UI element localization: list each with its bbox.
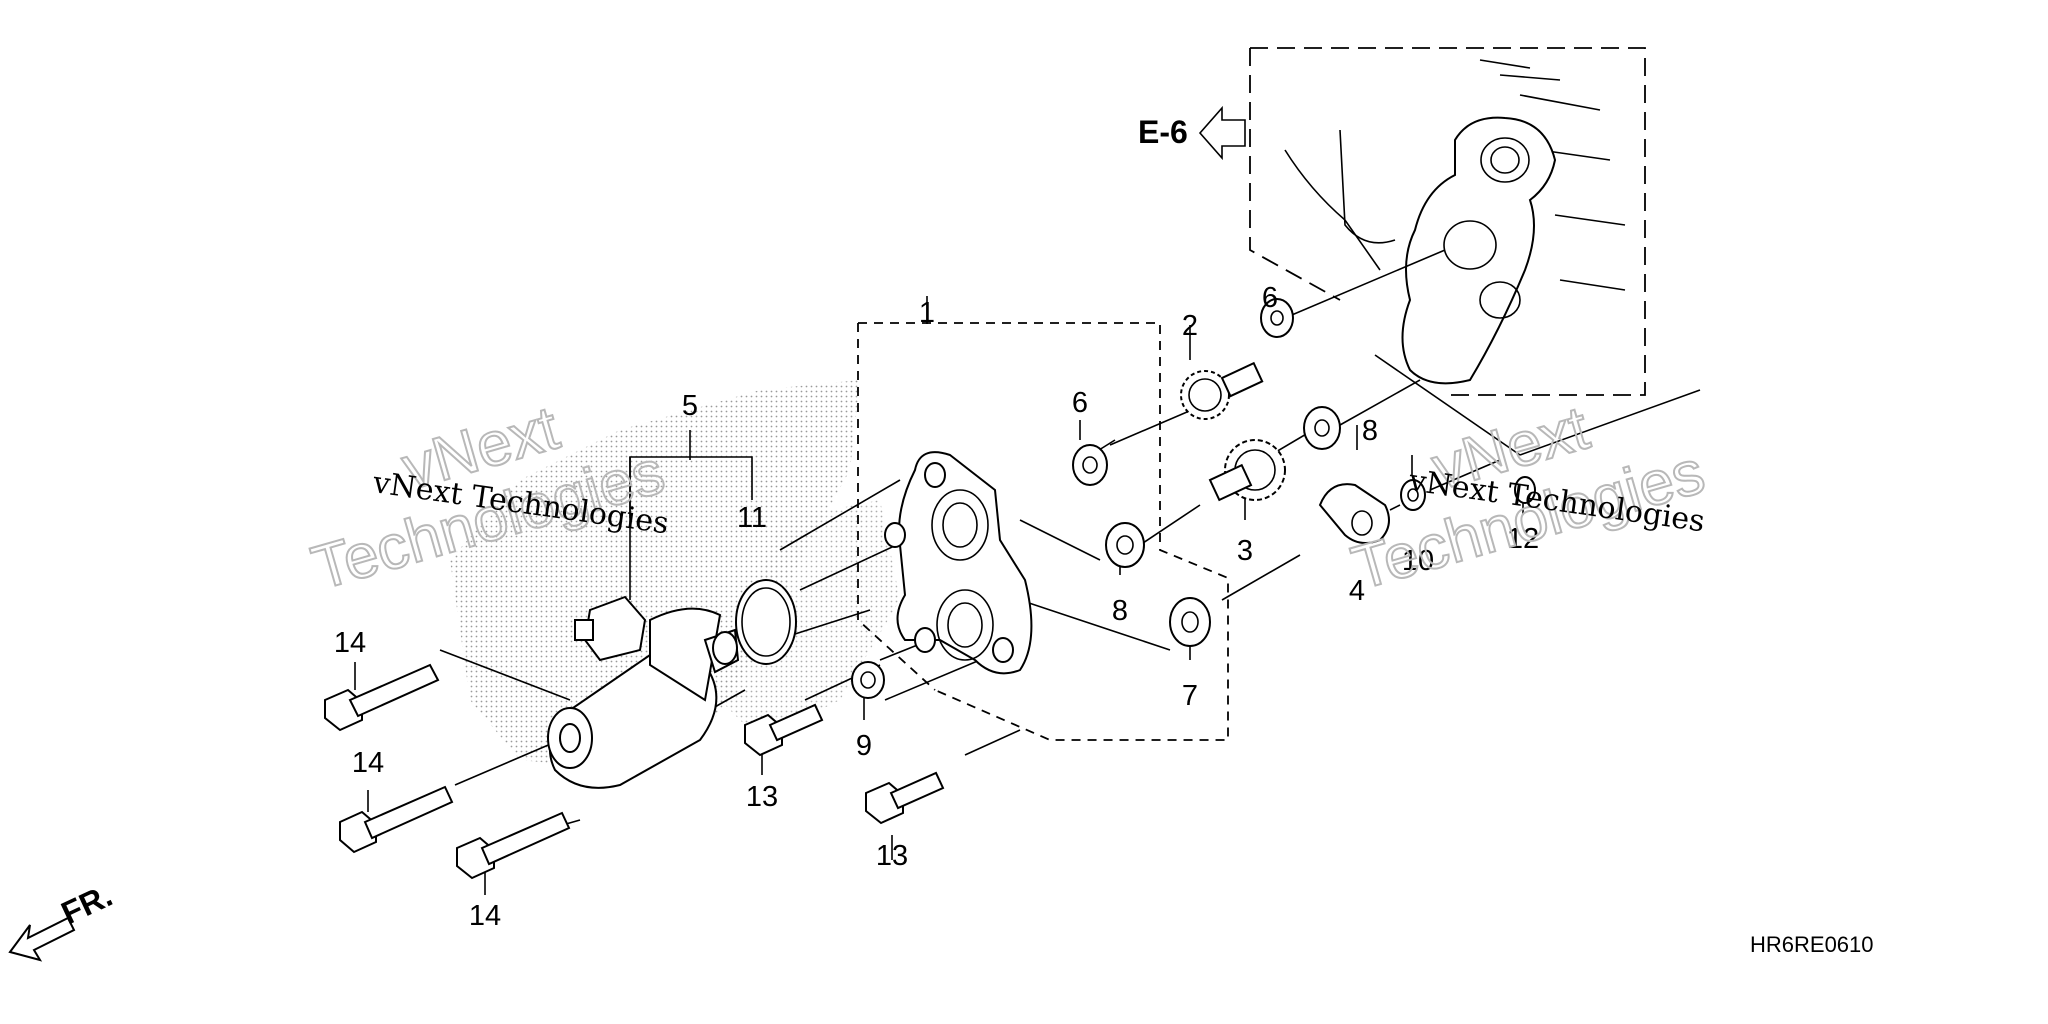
bearing-part-6-a bbox=[1072, 444, 1108, 486]
callout-6-a: 6 bbox=[1072, 387, 1088, 419]
callout-3: 3 bbox=[1237, 535, 1253, 567]
gear-part-3 bbox=[1208, 439, 1286, 502]
bearing-part-7 bbox=[1169, 597, 1211, 647]
bolt-14-c bbox=[456, 811, 571, 880]
front-indicator: FR. bbox=[8, 877, 118, 962]
bearing-part-8-a bbox=[1105, 522, 1145, 568]
callout-5: 5 bbox=[682, 390, 698, 422]
reference-arrow-icon bbox=[1198, 105, 1246, 161]
bearing-part-8-b bbox=[1303, 406, 1341, 450]
bolt-13-b bbox=[865, 771, 945, 825]
gear-part-2 bbox=[1180, 361, 1264, 420]
e6-reference: E-6 bbox=[1138, 105, 1246, 161]
callout-13-a: 13 bbox=[746, 781, 778, 813]
callout-6-b: 6 bbox=[1262, 282, 1278, 314]
callout-12: 12 bbox=[1507, 523, 1539, 555]
bearing-part-6-b bbox=[1260, 298, 1294, 338]
callout-1: 1 bbox=[919, 297, 935, 329]
callout-2: 2 bbox=[1182, 310, 1198, 342]
washer-part-10 bbox=[1400, 479, 1426, 511]
bolt-14-b bbox=[339, 785, 454, 854]
group-bracket-part-1 bbox=[857, 322, 1229, 741]
arm-part-4 bbox=[1318, 483, 1390, 545]
leader-lines bbox=[354, 249, 1701, 895]
clip-part-12 bbox=[1514, 476, 1536, 504]
svg-text:E-6: E-6 bbox=[1138, 114, 1188, 150]
callout-labels: 1 2 3 4 5 6 6 7 8 8 9 10 11 12 13 13 14 … bbox=[334, 282, 1539, 932]
callout-14-a: 14 bbox=[334, 627, 366, 659]
callout-4: 4 bbox=[1349, 575, 1365, 607]
crankcase-outline bbox=[1249, 47, 1646, 396]
callout-8-b: 8 bbox=[1362, 415, 1378, 447]
motor-part-5 bbox=[547, 595, 740, 789]
o-ring-part-11 bbox=[735, 579, 797, 665]
callout-11: 11 bbox=[737, 502, 767, 534]
diagram-code: HR6RE0610 bbox=[1750, 932, 1874, 957]
callout-14-b: 14 bbox=[352, 747, 384, 779]
cover-part-1 bbox=[884, 451, 1033, 675]
callout-10: 10 bbox=[1402, 545, 1434, 577]
callout-13-b: 13 bbox=[876, 840, 908, 872]
callout-14-c: 14 bbox=[469, 900, 501, 932]
washer-part-9 bbox=[851, 661, 885, 699]
front-arrow-icon bbox=[8, 916, 76, 962]
callout-8-a: 8 bbox=[1112, 595, 1128, 627]
bolt-13-a bbox=[744, 703, 824, 757]
bolt-14-a bbox=[324, 663, 440, 732]
shading bbox=[450, 380, 900, 770]
callout-7: 7 bbox=[1182, 680, 1198, 712]
callout-9: 9 bbox=[856, 730, 872, 762]
